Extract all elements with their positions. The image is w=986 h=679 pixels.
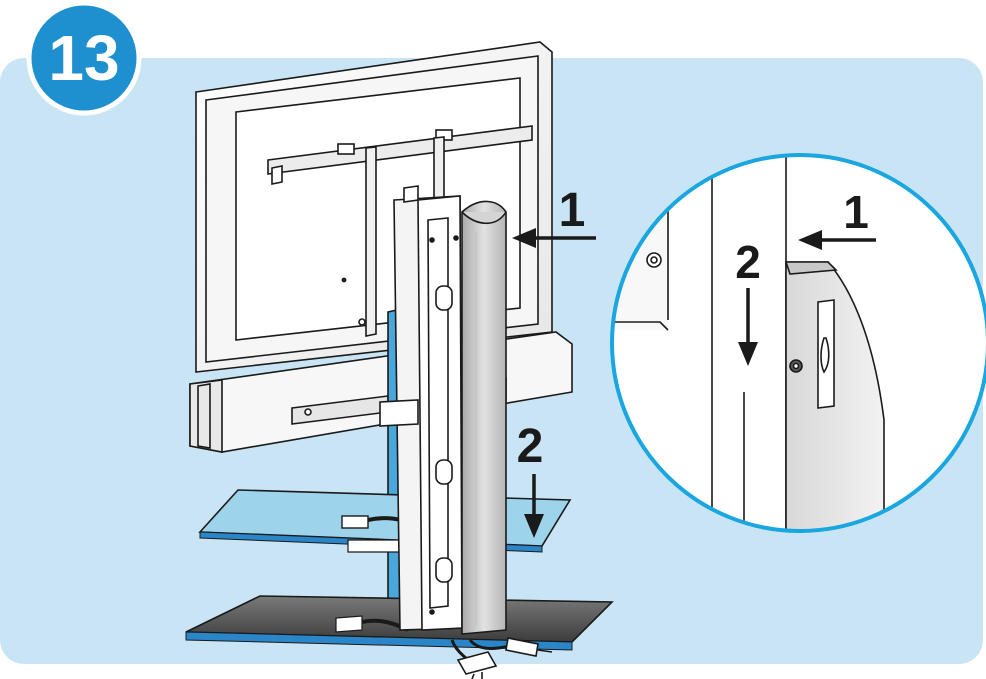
step-badge: 13 (26, 0, 142, 116)
zoom-arrow-1: 1 (798, 186, 876, 250)
column-cover (461, 200, 507, 635)
main-arrow-1-label: 1 (559, 184, 586, 237)
support-column (379, 185, 463, 631)
zoom-arrow-1-label: 1 (843, 186, 869, 238)
zoom-arrow-2: 2 (735, 236, 761, 366)
zoom-circle-border (610, 153, 986, 533)
zoom-arrow-2-label: 2 (735, 236, 761, 288)
main-arrow-2-label: 2 (517, 420, 544, 473)
step-number: 13 (48, 22, 119, 94)
power-cables (450, 637, 553, 679)
main-arrow-1: 1 (512, 184, 596, 248)
main-arrow-2: 2 (517, 420, 544, 538)
